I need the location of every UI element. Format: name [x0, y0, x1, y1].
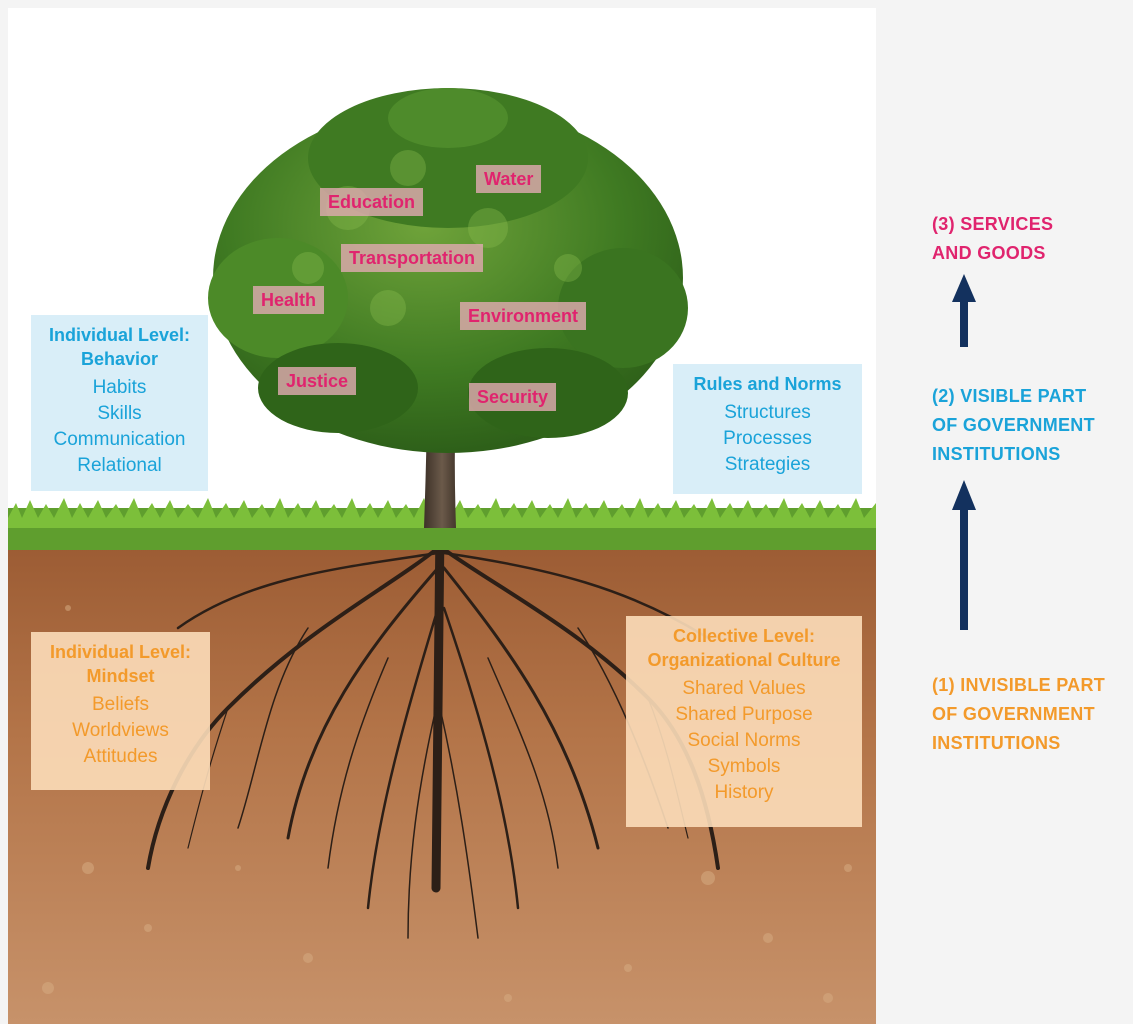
soil-pebbles — [42, 605, 852, 1003]
panel-item: Symbols — [707, 756, 781, 777]
arrow-up-icon — [952, 274, 976, 347]
panel-individual-behavior: Individual Level: Behavior Habits Skills… — [31, 315, 208, 491]
panel-item: Habits — [92, 377, 147, 398]
panel-item: Shared Purpose — [675, 704, 813, 725]
panel-item: History — [714, 782, 774, 803]
panel-item: Worldviews — [72, 720, 169, 741]
panel-item: Communication — [53, 429, 186, 450]
panel-individual-mindset: Individual Level: Mindset Beliefs Worldv… — [31, 632, 210, 790]
service-water: Water — [476, 165, 542, 193]
label-services-and-goods: (3) SERVICES AND GOODS — [932, 214, 1054, 263]
label-visible-part: (2) VISIBLE PART OF GOVERNMENT INSTITUTI… — [932, 386, 1095, 464]
tree-illustration: Water Education Transportation Health En… — [8, 8, 876, 1024]
roots — [146, 523, 720, 939]
arrow-up-icon — [952, 480, 976, 630]
panel-title: Individual Level: Behavior — [48, 325, 191, 369]
panel-title: Collective Level: Organizational Culture — [647, 626, 841, 670]
panel-title: Rules and Norms — [693, 374, 842, 394]
panel-item: Social Norms — [687, 730, 801, 751]
service-transportation: Transportation — [341, 244, 484, 272]
tree-scene-graphic — [8, 88, 876, 1024]
panel-item: Shared Values — [682, 678, 806, 699]
panel-item: Beliefs — [91, 694, 150, 715]
service-justice: Justice — [278, 367, 357, 395]
service-health: Health — [253, 286, 325, 314]
panel-item: Skills — [97, 403, 142, 424]
panel-title: Individual Level: Mindset — [49, 642, 192, 686]
panel-item: Attitudes — [83, 746, 158, 767]
service-environment: Environment — [460, 302, 587, 330]
panel-item: Strategies — [724, 454, 811, 475]
panel-collective-culture: Collective Level: Organizational Culture… — [626, 616, 862, 827]
label-invisible-part: (1) INVISIBLE PART OF GOVERNMENT INSTITU… — [932, 675, 1106, 753]
panel-item: Structures — [724, 402, 811, 423]
panel-item: Relational — [77, 455, 162, 476]
panel-item: Processes — [723, 428, 812, 449]
service-security: Security — [469, 383, 557, 411]
service-education: Education — [320, 188, 424, 216]
panel-rules-and-norms: Rules and Norms Structures Processes Str… — [673, 364, 862, 494]
